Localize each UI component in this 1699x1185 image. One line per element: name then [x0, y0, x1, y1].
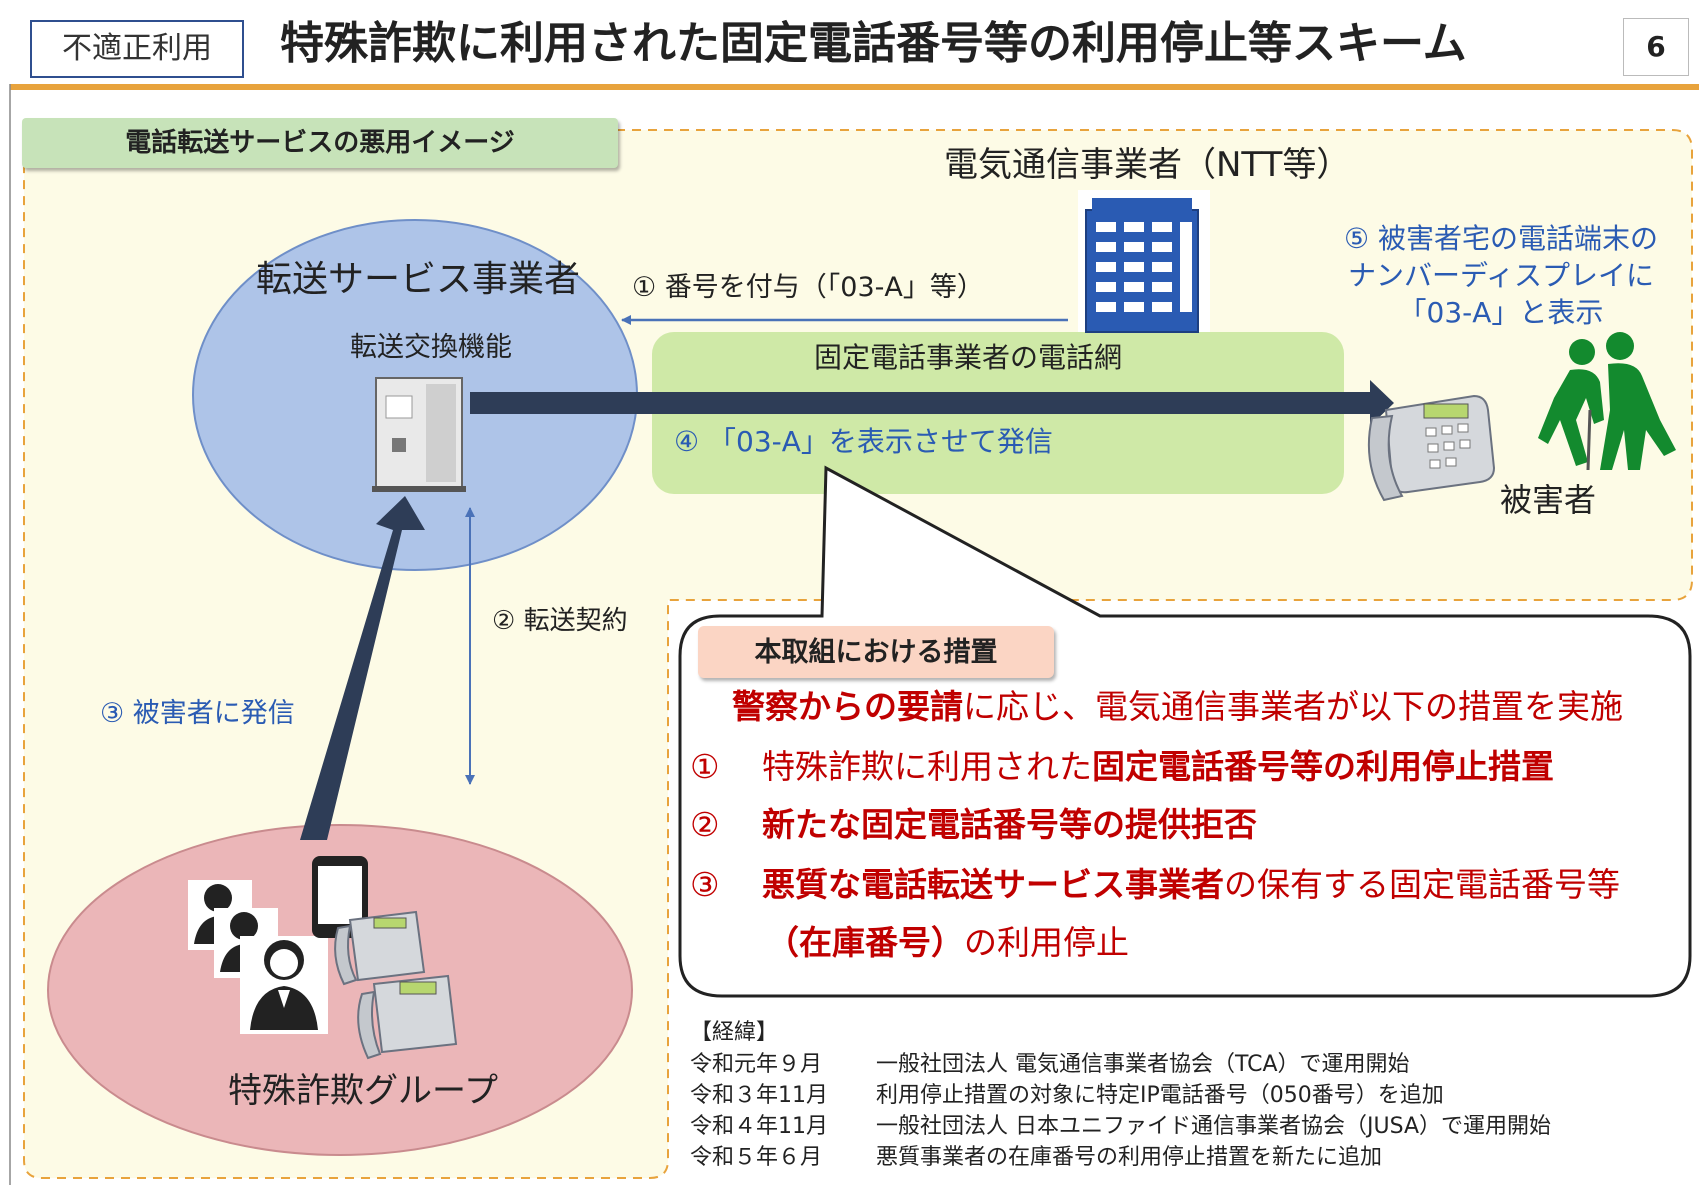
step2-label: ② 転送契約 — [492, 606, 628, 636]
smartphone-icon — [312, 856, 368, 938]
history-text: 一般社団法人 電気通信事業者協会（TCA）で運用開始 — [876, 1052, 1410, 1077]
measure-text: の保有する固定電話番号等 — [1224, 865, 1620, 904]
fraud-group-label: 特殊詐欺グループ — [228, 1071, 498, 1111]
history-row: 令和３年11月 利用停止措置の対象に特定IP電話番号（050番号）を追加 — [690, 1085, 1444, 1107]
measure-text: 特殊詐欺に利用された — [762, 747, 1092, 786]
fraud-call-arrow — [300, 496, 425, 840]
history-heading: 【経緯】 — [690, 1020, 779, 1045]
call-out-arrow — [470, 380, 1394, 426]
scenario-tag: 電話転送サービスの悪用イメージ — [22, 118, 618, 168]
history-date: 令和４年11月 — [690, 1114, 828, 1139]
category-tag: 不適正利用 — [30, 20, 244, 78]
measure-text: の利用停止 — [964, 923, 1129, 962]
lead-text: に応じ、電気通信事業者が以下の措置を実施 — [963, 687, 1623, 726]
history-text: 悪質事業者の在庫番号の利用停止措置を新たに追加 — [876, 1145, 1383, 1170]
history-row: 令和５年６月 悪質事業者の在庫番号の利用停止措置を新たに追加 — [690, 1147, 1382, 1169]
building-icon — [1078, 190, 1210, 333]
measure-item: ② 新たな固定電話番号等の提供拒否 — [690, 808, 1257, 841]
history-date: 令和５年６月 — [690, 1145, 823, 1170]
victim-label: 被害者 — [1500, 481, 1597, 519]
step3-label: ③ 被害者に発信 — [100, 698, 295, 729]
group-phone-icon-2 — [357, 974, 458, 1060]
victim-phone-icon — [1367, 394, 1496, 502]
measure-item: ③ 悪質な電話転送サービス事業者の保有する固定電話番号等 — [690, 868, 1620, 901]
step5-line: ⑤ 被害者宅の電話端末の — [1343, 222, 1658, 255]
victim-icon — [1538, 332, 1676, 471]
measure-number: ③ — [690, 865, 720, 904]
measure-number: ① — [690, 747, 720, 786]
step5-label: ⑤ 被害者宅の電話端末の ナンバーディスプレイに 「03-A」と表示 — [1326, 220, 1676, 331]
measures-tag: 本取組における措置 — [698, 626, 1054, 678]
history-row: 令和４年11月 一般社団法人 日本ユニファイド通信事業者協会（JUSA）で運用開始 — [690, 1116, 1551, 1138]
fraud-people-icon — [188, 880, 328, 1034]
forwarding-provider-label: 転送サービス事業者 — [256, 259, 581, 300]
measure-item: ① 特殊詐欺に利用された固定電話番号等の利用停止措置 — [690, 750, 1554, 783]
page-number: 6 — [1623, 18, 1689, 76]
measures-lead: 警察からの要請に応じ、電気通信事業者が以下の措置を実施 — [732, 690, 1623, 723]
switch-device-icon — [372, 377, 466, 492]
lead-emphasis: 警察からの要請 — [732, 687, 963, 726]
measure-emphasis: 固定電話番号等の利用停止措置 — [1092, 747, 1554, 786]
measure-emphasis: 悪質な電話転送サービス事業者 — [762, 865, 1224, 904]
page-title: 特殊詐欺に利用された固定電話番号等の利用停止等スキーム — [280, 18, 1467, 69]
switch-label: 転送交換機能 — [350, 332, 512, 363]
carrier-label: 電気通信事業者（NTT等） — [944, 145, 1351, 185]
group-phone-icon — [334, 910, 426, 986]
step4-label: ④ 「03-A」を表示させて発信 — [674, 425, 1053, 458]
history-date: 令和３年11月 — [690, 1083, 828, 1108]
step5-line: ナンバーディスプレイに — [1347, 259, 1655, 292]
measure-number: ② — [690, 805, 720, 844]
history-text: 一般社団法人 日本ユニファイド通信事業者協会（JUSA）で運用開始 — [876, 1114, 1552, 1139]
step5-line: 「03-A」と表示 — [1398, 296, 1604, 329]
measure-item-continued: （在庫番号）の利用停止 — [766, 926, 1129, 959]
history-row: 令和元年９月 一般社団法人 電気通信事業者協会（TCA）で運用開始 — [690, 1054, 1410, 1076]
history-text: 利用停止措置の対象に特定IP電話番号（050番号）を追加 — [876, 1083, 1444, 1108]
measures-callout — [678, 465, 1692, 998]
network-label: 固定電話事業者の電話網 — [814, 341, 1123, 374]
measure-emphasis: 新たな固定電話番号等の提供拒否 — [762, 805, 1257, 844]
step1-label: ① 番号を付与（「03-A」等） — [632, 272, 984, 303]
measure-emphasis: （在庫番号） — [766, 923, 964, 962]
header-rule — [10, 84, 1699, 90]
history-date: 令和元年９月 — [690, 1052, 823, 1077]
